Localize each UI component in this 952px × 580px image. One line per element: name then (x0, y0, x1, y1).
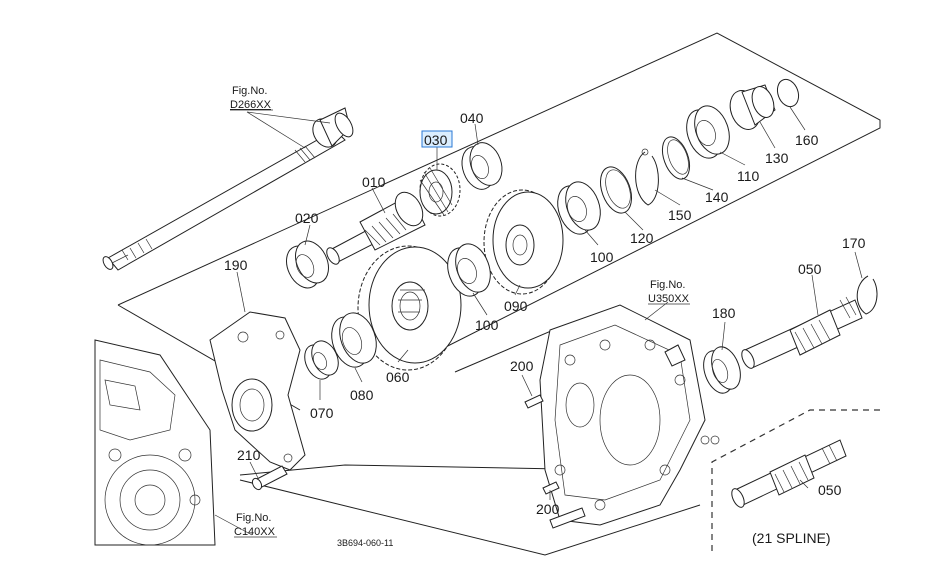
fig-ref-title: Fig.No. (236, 512, 271, 524)
gear-060 (357, 245, 462, 371)
bearing-020 (286, 240, 329, 289)
fig-ref-code-c140xx[interactable]: C140XX (234, 526, 276, 538)
callout-190[interactable]: 190 (224, 257, 248, 273)
fig-ref-title: Fig.No. (650, 279, 685, 291)
callout-140[interactable]: 140 (705, 189, 729, 205)
callout-070[interactable]: 070 (310, 405, 334, 421)
fig-ref-u350xx[interactable]: Fig.No. U350XX (648, 279, 690, 305)
fig-ref-title: Fig.No. (232, 85, 267, 97)
callout-080[interactable]: 080 (350, 387, 374, 403)
plate-190 (209, 311, 306, 471)
ring-120 (599, 166, 633, 214)
callout-060[interactable]: 060 (386, 369, 410, 385)
snap-ring-170 (856, 275, 878, 315)
callout-100-upper[interactable]: 100 (590, 249, 614, 265)
shaft-050-spline (731, 439, 847, 508)
spline-note: (21 SPLINE) (752, 530, 831, 546)
bearing-070 (304, 340, 339, 380)
gear-090 (483, 189, 564, 295)
callout-200-upper[interactable]: 200 (510, 358, 534, 374)
callout-100-lower[interactable]: 100 (475, 317, 499, 333)
snap-ring-150 (635, 148, 659, 206)
dowel-pin-200-lower (542, 481, 586, 529)
fig-ref-code-u350xx[interactable]: U350XX (648, 293, 690, 305)
callout-090[interactable]: 090 (504, 298, 528, 314)
o-ring-160 (776, 78, 800, 108)
callout-210[interactable]: 210 (237, 447, 261, 463)
transmission-housing (539, 304, 720, 526)
bearing-040 (461, 142, 503, 190)
bolt-210 (251, 465, 288, 491)
pto-shaft (102, 129, 346, 271)
leader-lines (214, 106, 863, 536)
callout-200-lower[interactable]: 200 (536, 501, 560, 517)
callout-040[interactable]: 040 (460, 110, 484, 126)
gear-030 (419, 163, 461, 217)
engine-housing (94, 339, 216, 546)
bearing-080 (331, 312, 377, 368)
shaft-050-upper (741, 296, 863, 369)
bearing-100-upper (557, 181, 601, 235)
bearing-100-lower (447, 243, 491, 297)
callout-020[interactable]: 020 (295, 210, 319, 226)
base-frame-outline (239, 479, 701, 556)
drawing-code: 3B694-060-11 (337, 538, 393, 548)
callout-010[interactable]: 010 (362, 174, 386, 190)
spline-variant-box (711, 409, 880, 555)
dowel-pin-200-upper (524, 394, 544, 409)
callout-180[interactable]: 180 (712, 305, 736, 321)
main-frame-outline (117, 32, 881, 361)
callout-050-spline[interactable]: 050 (818, 482, 842, 498)
callout-030[interactable]: 030 (424, 132, 448, 148)
callout-150[interactable]: 150 (668, 207, 692, 223)
selected-part-highlight (421, 130, 453, 148)
fig-ref-code-d266xx[interactable]: D266XX (230, 99, 272, 111)
callout-130[interactable]: 130 (765, 150, 789, 166)
callout-050-upper[interactable]: 050 (798, 261, 822, 277)
needle-bearing-d266 (312, 107, 354, 148)
seal-130 (729, 84, 776, 130)
callout-160[interactable]: 160 (795, 132, 819, 148)
fig-ref-c140xx[interactable]: Fig.No. C140XX (234, 512, 277, 538)
callout-110[interactable]: 110 (737, 168, 760, 184)
fig-ref-d266xx[interactable]: Fig.No. D266XX (230, 85, 273, 111)
shaft-gear-010 (326, 191, 426, 265)
bearing-110 (686, 105, 730, 159)
seal-180 (703, 346, 741, 394)
callout-120[interactable]: 120 (630, 230, 654, 246)
callout-170[interactable]: 170 (842, 235, 866, 251)
